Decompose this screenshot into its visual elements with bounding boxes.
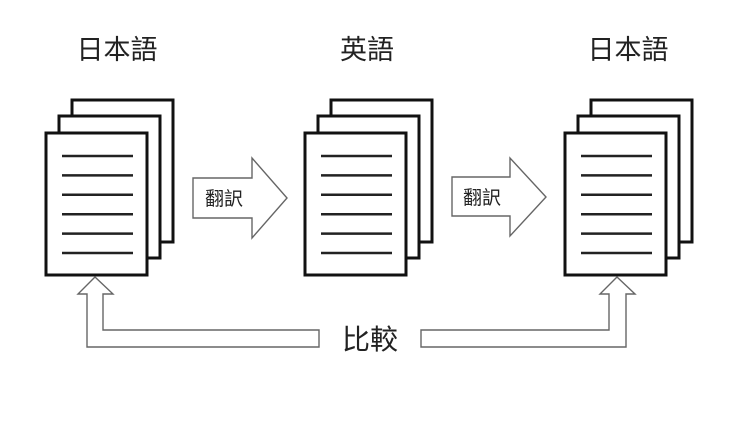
comparison-label: 比較 xyxy=(342,323,398,356)
translate-arrow-1: 翻訳 xyxy=(192,156,288,240)
translate-arrow-2: 翻訳 xyxy=(451,156,547,238)
node-title-source-japanese: 日本語 xyxy=(77,35,158,66)
up-arrow-icon xyxy=(420,276,637,348)
node-title-english: 英語 xyxy=(340,35,394,66)
edge-label: 翻訳 xyxy=(463,187,501,209)
right-arrow-icon xyxy=(451,156,547,238)
edge-label: 翻訳 xyxy=(205,188,243,210)
document-stack-icon xyxy=(563,98,694,277)
up-arrow-icon xyxy=(76,276,320,348)
comparison-connector: 比較 xyxy=(76,276,637,356)
document-stack-icon xyxy=(44,98,175,277)
document-stack-icon xyxy=(303,98,434,277)
right-arrow-icon xyxy=(192,156,288,240)
node-title-back-translated-japanese: 日本語 xyxy=(588,35,669,66)
